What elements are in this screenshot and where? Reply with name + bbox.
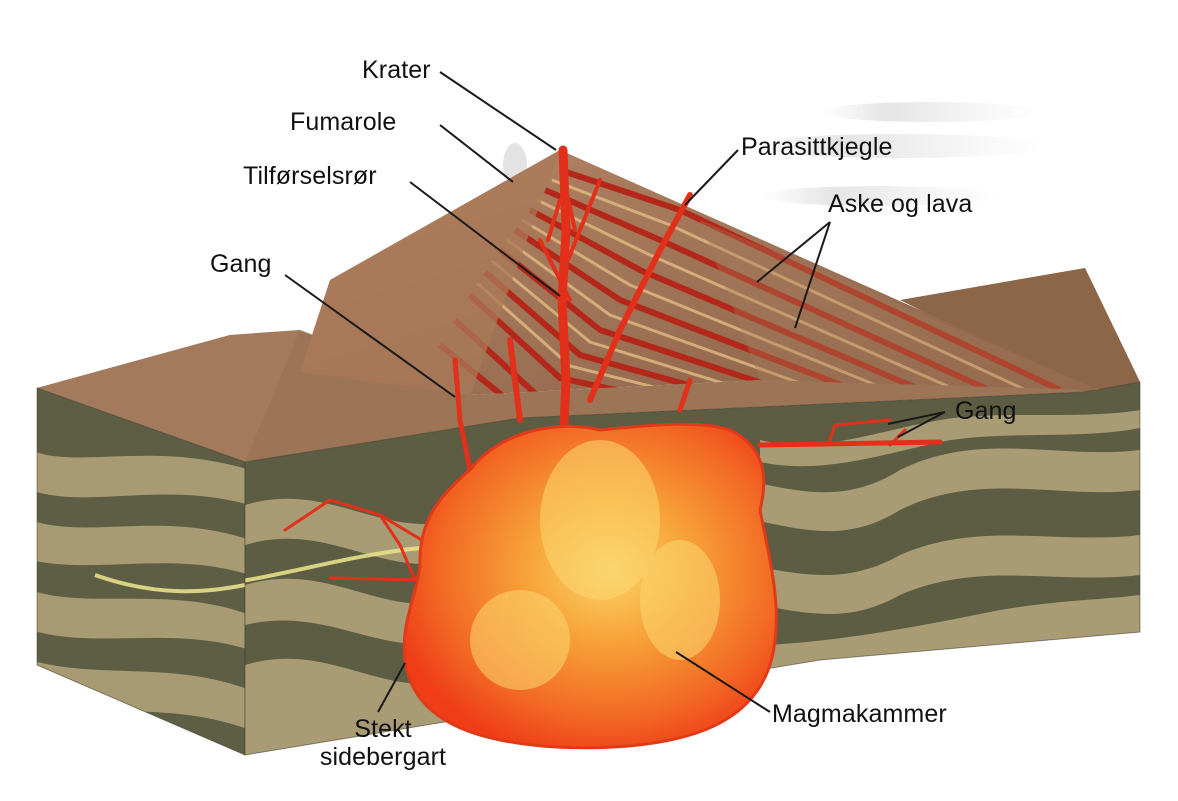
label-aske-og-lava: Aske og lava <box>828 190 972 218</box>
label-parasittkjegle: Parasittkjegle <box>741 133 892 161</box>
label-gang-right: Gang <box>955 397 1017 425</box>
label-stekt-line1: Stekt <box>313 715 453 743</box>
label-tilforselsror: Tilførselsrør <box>243 162 377 190</box>
label-gang-left: Gang <box>210 250 272 278</box>
label-krater: Krater <box>362 56 431 84</box>
label-stekt-sidebergart: Stekt sidebergart <box>313 715 453 771</box>
label-magmakammer: Magmakammer <box>772 700 947 728</box>
label-stekt-line2: sidebergart <box>313 743 453 771</box>
label-fumarole: Fumarole <box>290 108 396 136</box>
